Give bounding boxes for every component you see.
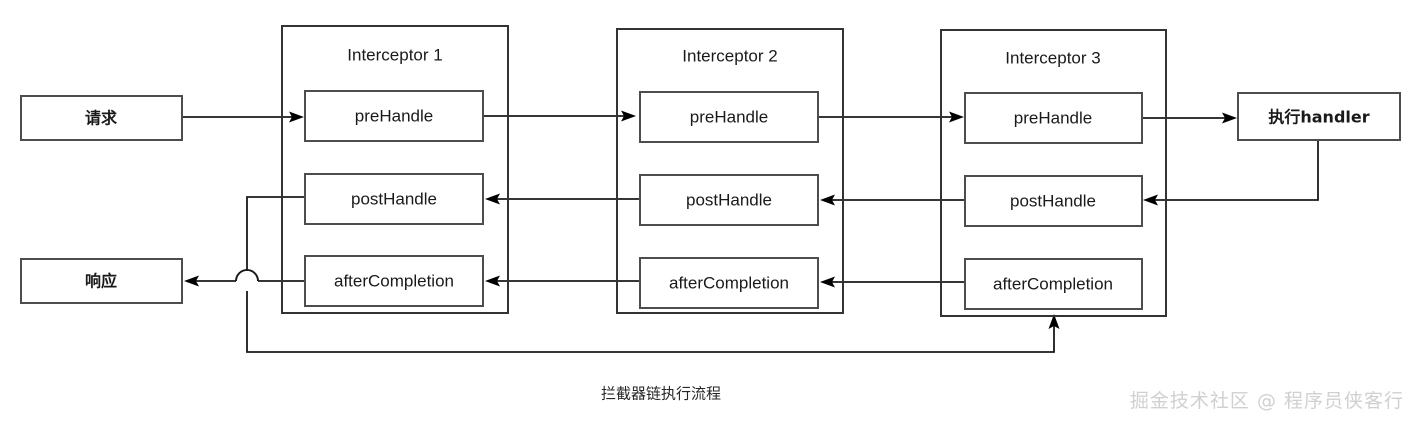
interceptor-2-title: Interceptor 2	[682, 46, 777, 65]
i3-aftercompletion-label: afterCompletion	[993, 274, 1113, 293]
edge-handler-to-i3-posthandle	[1143, 140, 1319, 206]
watermark: 掘金技术社区 @ 程序员侠客行	[1129, 390, 1404, 412]
i2-prehandle-label: preHandle	[690, 107, 768, 126]
i1-posthandle-node[interactable]: postHandle	[304, 173, 484, 225]
response-node[interactable]: 响应	[20, 258, 183, 304]
edge-i3-prehandle-to-handler	[1141, 112, 1237, 124]
edge-i3-to-i2-posthandle	[820, 194, 965, 206]
interceptor-1-container: Interceptor 1	[281, 25, 509, 314]
line-hop-arc	[235, 269, 259, 282]
request-label: 请求	[85, 109, 118, 128]
i2-aftercompletion-label: afterCompletion	[669, 273, 789, 292]
i1-posthandle-label: postHandle	[351, 189, 437, 208]
i1-aftercompletion-node[interactable]: afterCompletion	[304, 255, 484, 307]
i1-prehandle-label: preHandle	[355, 106, 433, 125]
interceptor-1-title: Interceptor 1	[347, 45, 442, 64]
i3-prehandle-node[interactable]: preHandle	[964, 92, 1143, 144]
i2-posthandle-label: postHandle	[686, 190, 772, 209]
edge-i2-to-i3-prehandle	[818, 111, 964, 123]
interceptor-3-container: Interceptor 3	[940, 29, 1167, 317]
i1-aftercompletion-label: afterCompletion	[334, 271, 454, 290]
i2-prehandle-node[interactable]: preHandle	[639, 91, 819, 143]
i3-posthandle-label: postHandle	[1010, 191, 1096, 210]
handler-node[interactable]: 执行handler	[1237, 92, 1401, 141]
interceptor-3-title: Interceptor 3	[1005, 48, 1100, 67]
edge-i2-to-i1-posthandle	[485, 193, 640, 205]
interceptor-2-container: Interceptor 2	[616, 28, 844, 314]
i2-posthandle-node[interactable]: postHandle	[639, 174, 819, 226]
edge-i1-to-i2-prehandle	[483, 110, 636, 122]
diagram-caption: 拦截器链执行流程	[601, 385, 721, 403]
response-label: 响应	[85, 272, 117, 291]
request-node[interactable]: 请求	[20, 95, 183, 141]
handler-label: 执行handler	[1268, 108, 1369, 127]
i3-prehandle-label: preHandle	[1014, 108, 1092, 127]
i3-aftercompletion-node[interactable]: afterCompletion	[964, 258, 1143, 310]
i1-prehandle-node[interactable]: preHandle	[304, 90, 484, 142]
i3-posthandle-node[interactable]: postHandle	[964, 175, 1143, 227]
edge-request-to-i1-prehandle	[182, 111, 304, 123]
edge-i3-to-i2-aftercompletion	[820, 276, 965, 288]
i2-aftercompletion-node[interactable]: afterCompletion	[639, 257, 819, 309]
edge-i1-aftercompletion-to-response	[184, 275, 305, 287]
edge-i2-to-i1-aftercompletion	[485, 275, 640, 287]
